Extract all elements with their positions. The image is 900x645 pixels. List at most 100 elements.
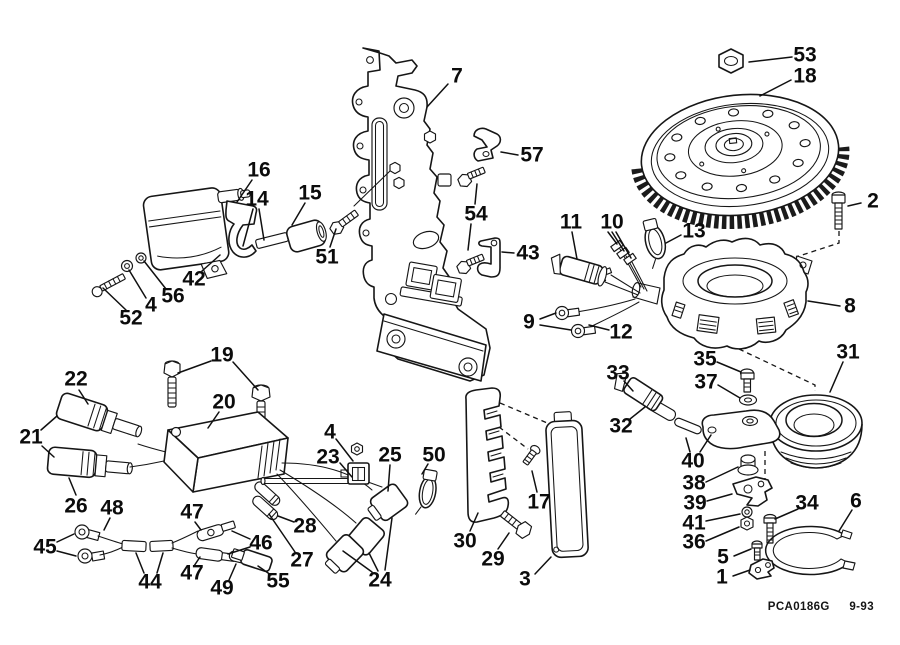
leader-line-47 xyxy=(193,556,201,567)
leader-line-21 xyxy=(41,445,55,458)
leader-line-45 xyxy=(56,550,77,557)
part-label-4: 4 xyxy=(145,294,157,317)
leader-line-54 xyxy=(467,223,472,251)
part-label-30: 30 xyxy=(453,530,476,553)
flywheel-hub xyxy=(715,132,753,157)
part-label-52: 52 xyxy=(119,307,142,330)
leader-line-18 xyxy=(759,79,792,97)
leader-line-35 xyxy=(716,361,742,373)
part-label-5: 5 xyxy=(717,546,729,569)
leader-line-37 xyxy=(717,384,741,399)
leader-line-13 xyxy=(665,234,682,244)
part-label-54: 54 xyxy=(464,203,488,226)
leader-line-5 xyxy=(733,548,752,557)
leader-line-12 xyxy=(588,324,610,331)
part-label-23: 23 xyxy=(316,446,339,469)
part-label-36: 36 xyxy=(682,531,705,554)
flywheel xyxy=(631,93,850,230)
leader-line-4 xyxy=(128,269,147,299)
sleeve-44b xyxy=(149,539,174,553)
leader-line-47 xyxy=(194,521,202,531)
leader-line-9 xyxy=(539,312,557,320)
part-label-42: 42 xyxy=(182,268,205,291)
leader-line-14 xyxy=(242,208,254,247)
leader-line-19 xyxy=(177,360,212,374)
part-label-14: 14 xyxy=(245,188,269,211)
part-label-34: 34 xyxy=(795,492,819,515)
part-label-22: 22 xyxy=(64,368,87,391)
part-label-41: 41 xyxy=(682,512,706,535)
leader-line-53 xyxy=(748,56,793,63)
bolt-19a xyxy=(163,360,181,408)
screw-52 xyxy=(91,273,126,298)
part-label-24: 24 xyxy=(368,569,392,592)
ring-terminal-45b xyxy=(77,548,93,564)
leader-line-25 xyxy=(387,464,391,492)
bracket-tab-hole xyxy=(366,56,374,64)
wire-clip-assembly xyxy=(399,261,463,307)
part-label-56: 56 xyxy=(161,285,184,308)
part-label-8: 8 xyxy=(844,295,856,318)
part-label-12: 12 xyxy=(609,321,632,344)
cover-plate-3 xyxy=(545,411,589,559)
plug-connector-26 xyxy=(46,446,133,479)
leader-line-2 xyxy=(847,202,862,207)
leader-line-39 xyxy=(706,493,733,502)
ring-terminal-12 xyxy=(570,323,597,339)
stator xyxy=(550,217,816,391)
leader-line-10 xyxy=(615,231,632,259)
part-label-53: 53 xyxy=(793,44,816,67)
part-label-19: 19 xyxy=(210,344,233,367)
leader-line-52 xyxy=(102,287,127,311)
leader-line-46 xyxy=(227,546,251,555)
part-label-7: 7 xyxy=(451,65,463,88)
part-label-28: 28 xyxy=(293,515,317,538)
leader-line-36 xyxy=(705,526,740,542)
leader-line-56 xyxy=(143,260,167,290)
leader-line-4 xyxy=(335,438,354,462)
part-label-15: 15 xyxy=(298,182,322,205)
leader-line-57 xyxy=(500,151,519,156)
bracket-nut xyxy=(423,130,437,144)
screw-51 xyxy=(329,209,359,235)
bushing-38 xyxy=(737,454,759,476)
leader-line-49 xyxy=(228,563,237,581)
leader-line-55 xyxy=(257,565,272,576)
leader-line-27 xyxy=(268,513,296,553)
leader-line-9 xyxy=(539,324,572,331)
leader-line-38 xyxy=(705,466,739,483)
part-label-48: 48 xyxy=(100,497,124,520)
part-label-47: 47 xyxy=(180,562,203,585)
part-label-21: 21 xyxy=(19,426,43,449)
part-label-38: 38 xyxy=(682,472,706,495)
part-label-47: 47 xyxy=(180,501,203,524)
bracket-channel xyxy=(371,117,388,211)
figure-code: PCA0186G 9-93 xyxy=(768,601,874,613)
stator-winding-slots xyxy=(671,299,800,335)
part-label-16: 16 xyxy=(247,159,270,182)
bracket-boss xyxy=(393,97,415,119)
leader-line-31 xyxy=(829,361,844,393)
leader-line-43 xyxy=(501,251,515,254)
part-label-33: 33 xyxy=(606,362,629,385)
leader-line-46 xyxy=(231,530,251,540)
terminal-connector-15 xyxy=(255,219,327,253)
screw-35 xyxy=(739,368,755,393)
ring-terminal-9a xyxy=(554,305,581,321)
washer-41 xyxy=(741,506,753,518)
part-label-1: 1 xyxy=(716,566,728,589)
timer-arm-40 xyxy=(701,409,781,450)
part-label-46: 46 xyxy=(249,532,272,555)
part-label-44: 44 xyxy=(138,571,162,594)
part-label-31: 31 xyxy=(836,341,860,364)
coil-flange xyxy=(200,259,228,279)
sleeve-44a xyxy=(121,539,147,553)
rubber-boot-11 xyxy=(550,253,608,287)
leader-line-1 xyxy=(732,569,751,577)
part-label-29: 29 xyxy=(481,548,504,571)
part-label-17: 17 xyxy=(527,491,550,514)
part-label-2: 2 xyxy=(867,190,879,213)
part-label-51: 51 xyxy=(315,246,339,269)
leader-lines xyxy=(40,56,862,581)
